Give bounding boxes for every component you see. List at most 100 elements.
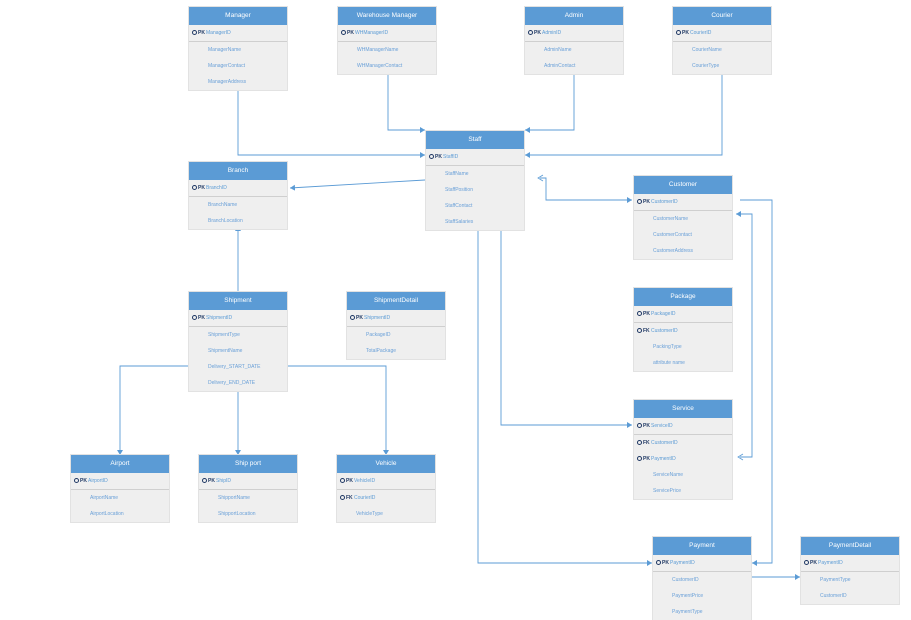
- attribute: StaffPosition: [426, 182, 524, 198]
- attribute-name: BranchName: [208, 202, 238, 208]
- attribute-name: StaffContact: [445, 203, 473, 209]
- attribute: ShipportName: [199, 490, 297, 506]
- attribute: ShipmentType: [189, 327, 287, 343]
- attribute-name: CourierID: [354, 495, 376, 501]
- attribute-name: CustomerID: [651, 440, 678, 446]
- key-icon: PK: [192, 25, 205, 41]
- attribute-name: ServicePrice: [653, 488, 682, 494]
- connector-warehouse-manager-staff: [387, 72, 425, 133]
- key-icon: PK: [637, 194, 650, 210]
- attribute: BranchName: [189, 197, 287, 213]
- attribute: PackageID: [347, 327, 445, 343]
- key-icon: PK: [202, 473, 215, 489]
- attribute-name: ShipportName: [218, 495, 250, 501]
- attribute: CustomerID: [653, 572, 751, 588]
- entity-title: Staff: [426, 131, 524, 149]
- attribute-name: ShipmentName: [208, 348, 243, 354]
- attribute: CourierName: [673, 42, 771, 58]
- attribute: AirportName: [71, 490, 169, 506]
- entity-title: Courier: [673, 7, 771, 25]
- attribute-name: PaymentID: [670, 560, 695, 566]
- attribute-name: CustomerName: [653, 216, 689, 222]
- attribute-name: AdminContact: [544, 63, 576, 69]
- attribute: CustomerContact: [634, 227, 732, 243]
- attribute-name: WHManagerName: [357, 47, 399, 53]
- entity-title: Package: [634, 288, 732, 306]
- attribute: AdminContact: [525, 58, 623, 74]
- attribute: WHManagerName: [338, 42, 436, 58]
- key-icon: PK: [192, 180, 205, 196]
- attribute-name: CustomerID: [651, 199, 678, 205]
- attribute-name: Delivery_START_DATE: [208, 364, 261, 370]
- entity-title: PaymentDetail: [801, 537, 899, 555]
- attribute-name: PaymentID: [651, 456, 676, 462]
- attribute: StaffName: [426, 166, 524, 182]
- key-icon: PK: [341, 25, 354, 41]
- attribute: Delivery_END_DATE: [189, 375, 287, 391]
- attribute-name: AdminID: [542, 30, 562, 36]
- attribute-name: StaffID: [443, 154, 459, 160]
- attribute-name: ShipID: [216, 478, 232, 484]
- attribute: ManagerName: [189, 42, 287, 58]
- attribute: AirportLocation: [71, 506, 169, 522]
- attribute-name: WHManagerID: [355, 30, 389, 36]
- attribute-name: WHManagerContact: [357, 63, 403, 69]
- attribute: BranchLocation: [189, 213, 287, 229]
- attribute-name: CustomerID: [672, 577, 699, 583]
- connector-customer-payment: [740, 199, 773, 566]
- attribute: PaymentType: [653, 604, 751, 620]
- key-icon: PK: [676, 25, 689, 41]
- attribute: ManagerContact: [189, 58, 287, 74]
- attribute: ShipmentName: [189, 343, 287, 359]
- key-icon: PK: [350, 310, 363, 326]
- attribute: CustomerID: [801, 588, 899, 604]
- attribute-name: ShipmentID: [364, 315, 391, 321]
- attribute-name: PaymentType: [820, 577, 851, 583]
- attribute: CourierType: [673, 58, 771, 74]
- attribute-name: ShipmentType: [208, 332, 240, 338]
- attribute-name: ManagerID: [206, 30, 231, 36]
- attribute-name: BranchID: [206, 185, 227, 191]
- connector-staff-service: [500, 228, 632, 428]
- attribute: ServicePrice: [634, 483, 732, 499]
- attribute: ManagerAddress: [189, 74, 287, 90]
- attribute-name: BranchLocation: [208, 218, 243, 224]
- entity-title: Warehouse Manager: [338, 7, 436, 25]
- connector-shipment-vehicle: [288, 365, 389, 455]
- attribute-name: PackageID: [651, 311, 676, 317]
- key-icon: PK: [656, 555, 669, 571]
- key-icon: PK: [637, 418, 650, 434]
- attribute: CustomerAddress: [634, 243, 732, 259]
- entity-title: Branch: [189, 162, 287, 180]
- connector-admin-staff: [525, 72, 575, 133]
- entity-title: Ship port: [199, 455, 297, 473]
- entity-title: Payment: [653, 537, 751, 555]
- attribute-name: ServiceID: [651, 423, 673, 429]
- attribute-name: StaffPosition: [445, 187, 473, 193]
- connector-staff-branch: [289, 179, 426, 191]
- key-icon: PK: [637, 451, 650, 467]
- attribute-name: CustomerID: [820, 593, 847, 599]
- connector-staff-customer: [537, 174, 632, 203]
